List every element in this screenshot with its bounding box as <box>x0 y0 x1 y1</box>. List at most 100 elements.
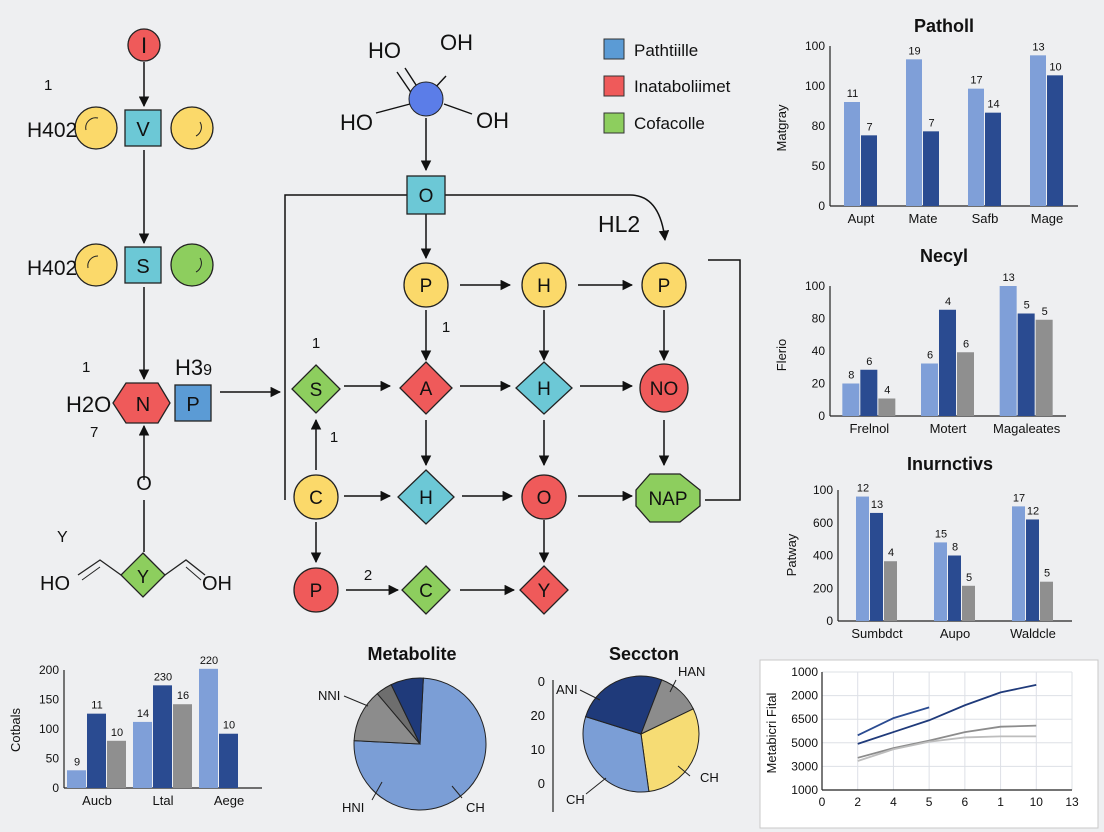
bar <box>923 131 939 206</box>
bar <box>906 59 922 207</box>
y-tick-label: 0 <box>818 409 825 423</box>
bar <box>921 363 938 416</box>
pie-label-ch: CH <box>466 800 485 815</box>
network-lines <box>284 194 741 501</box>
bar <box>999 286 1017 416</box>
node-y-bottom-diamond <box>519 565 569 615</box>
legend-swatch-catabolite <box>603 75 625 97</box>
data-label: 12 <box>1027 505 1039 517</box>
pie-label-hni: HNI <box>342 800 364 815</box>
node-c2-label: C <box>419 581 433 602</box>
node-c1 <box>293 474 339 520</box>
bar <box>1035 319 1053 416</box>
molecule-ho-top-left: HO <box>368 38 401 63</box>
y-tick-label: 0 <box>52 781 59 795</box>
y-tick-label: 20 <box>531 708 545 723</box>
node-s-diamond <box>291 364 341 414</box>
y-tick-label: 80 <box>812 119 826 133</box>
o-label: O <box>136 473 152 495</box>
node-v-box <box>124 109 162 147</box>
node-y-label: Y <box>137 567 149 587</box>
pie-label-han: HAN <box>678 664 705 679</box>
pie-label-nni: NNI <box>318 688 340 703</box>
y-tick-label: 2000 <box>791 689 818 703</box>
node-h2-diamond <box>515 361 573 415</box>
y-axis-label: Flerio <box>774 339 789 372</box>
data-label: 10 <box>1049 61 1061 73</box>
number-1-mid: 1 <box>82 359 90 376</box>
bar <box>856 496 869 621</box>
bar <box>884 561 897 621</box>
y-label: Y <box>57 529 68 546</box>
y-tick-label: 0 <box>538 776 545 791</box>
node-s-label: S <box>136 256 149 278</box>
bar <box>199 668 218 788</box>
chart-title: Patholl <box>914 16 974 36</box>
edge-label-1a: 1 <box>442 319 450 336</box>
data-label: 12 <box>857 483 869 495</box>
bar <box>1040 581 1053 621</box>
node-nap-octagon <box>635 473 701 523</box>
y-tick-label: 150 <box>39 693 59 707</box>
pie-label-ani: ANI <box>556 682 578 697</box>
yellow-molecule-left-2 <box>74 243 118 287</box>
data-label: 10 <box>223 720 235 732</box>
series-line <box>857 724 1037 759</box>
left-chain <box>74 28 214 598</box>
chart-title: Inurnctivs <box>907 454 993 474</box>
node-p-label: P <box>186 394 199 416</box>
bar <box>842 383 860 416</box>
bar <box>844 102 860 206</box>
y-tick-label: 5000 <box>791 736 818 750</box>
bar <box>957 352 974 416</box>
node-p1-label: P <box>420 276 433 297</box>
left-chain-arrows <box>138 62 282 480</box>
pie-slice <box>582 716 650 793</box>
legend-label-cofactor: Cofacolle <box>634 114 705 133</box>
h2o-label: H2O <box>66 392 111 417</box>
data-label: 6 <box>927 350 933 362</box>
data-label: 14 <box>987 99 999 111</box>
data-label: 14 <box>137 708 149 720</box>
data-label: 13 <box>871 499 883 511</box>
data-label: 17 <box>970 75 982 87</box>
data-label: 13 <box>1032 41 1044 53</box>
series-line <box>857 683 1037 745</box>
series-line <box>857 735 1037 762</box>
node-a-diamond <box>399 361 453 415</box>
node-p-box <box>174 384 212 422</box>
data-label: 8 <box>848 370 854 382</box>
node-o-top-label: O <box>419 186 434 207</box>
bar <box>934 542 947 621</box>
node-v-label: V <box>136 119 150 141</box>
data-label: 7 <box>928 117 934 129</box>
node-y-diamond <box>120 552 166 598</box>
legend-label-pathway: Pathtiille <box>634 41 698 60</box>
number-7: 7 <box>90 424 98 441</box>
bar <box>985 112 1001 206</box>
node-s-net-label: S <box>310 380 323 401</box>
y-tick-label: 40 <box>812 344 826 358</box>
pie-leader-line <box>669 679 677 693</box>
green-molecule <box>170 243 214 287</box>
pie-slice <box>640 679 694 735</box>
node-o2 <box>521 474 567 520</box>
pie-label-ch-right: CH <box>700 770 719 785</box>
bar <box>861 135 877 206</box>
x-tick-label: Aucb <box>82 793 112 808</box>
y-axis-label: Metabicri Fital <box>764 692 779 773</box>
pie-label-ch-left: CH <box>566 792 585 807</box>
blue-center-atom <box>408 81 444 117</box>
node-nap-label: NAP <box>648 489 687 510</box>
edge-label-1b: 1 <box>312 335 320 352</box>
pie-leader-line <box>451 785 463 799</box>
node-no <box>639 363 689 413</box>
y-tick-label: 100 <box>805 279 825 293</box>
node-n-label: N <box>136 394 150 416</box>
node-h3-diamond <box>397 469 455 525</box>
y-tick-label: 100 <box>39 722 59 736</box>
x-tick-label: Magaleates <box>993 421 1061 436</box>
yellow-molecule-right-1 <box>170 106 214 150</box>
node-i-circle <box>127 28 161 62</box>
